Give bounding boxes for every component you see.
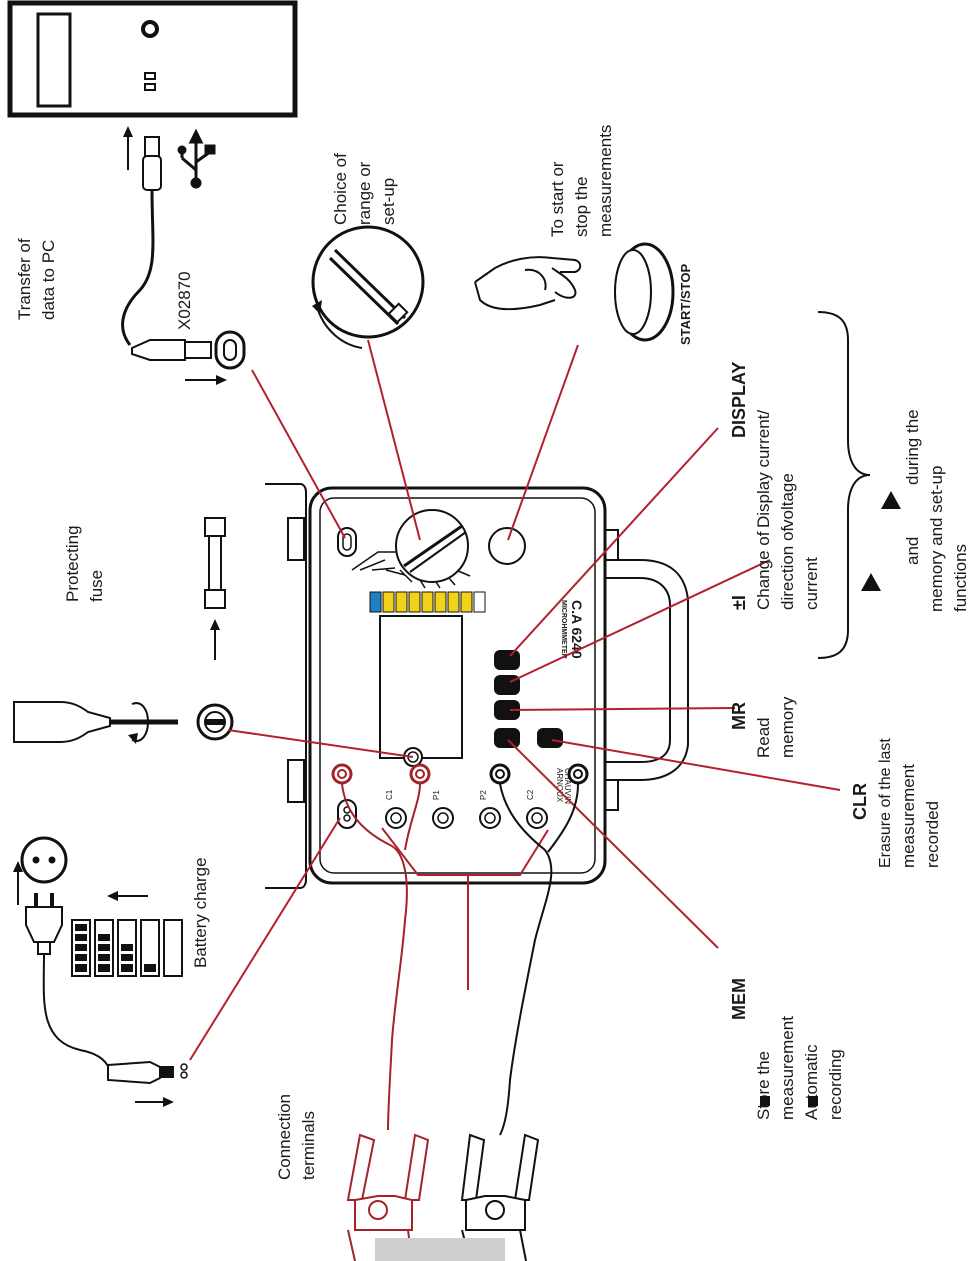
clr-label: CLR Erasure of the last measurement reco… [850,738,942,868]
transfer-line-2: data to PC [39,240,58,320]
pm-title: ±I [729,595,749,610]
power-plug-icon [13,836,188,1107]
pm-desc-2: direction of [778,527,797,610]
mr-desc-2: memory [778,696,797,758]
device-lcd [379,615,463,759]
choice-line-2: range or [355,161,374,225]
cable-ref: X02870 [175,271,194,330]
mr-desc-1: Read [754,717,773,758]
mem-item-2a: Automatic [802,1044,821,1120]
display-desc-1: Display current/ [754,410,773,528]
mem-item-1b: measurement [778,1016,797,1120]
connection-line-1: Connection [275,1094,294,1180]
battery-icons [71,891,183,977]
clr-desc-1: Erasure of the last [877,738,894,868]
fuse-icon [204,517,226,660]
terminal-p1: P1 [432,790,441,800]
device-mr-button[interactable] [494,700,520,720]
mr-title: MR [729,702,749,730]
fuse-holder-icon [196,703,234,741]
start-stop-label: START/STOP [678,264,693,345]
brace [817,311,871,659]
rotary-switch-icon [311,225,425,349]
start-line-3: measurements [596,125,615,237]
leader-lines [189,339,841,1061]
arrows-and: and [903,537,922,565]
choice-line-1: Choice of [331,153,350,225]
choice-label: Choice of range or set-up [331,153,398,225]
battery-label: Battery charge [191,857,210,968]
hand-icon [474,256,582,311]
device-pm-button[interactable] [494,675,520,695]
start-line-2: stop the [572,177,591,238]
down-triangle-icon [881,491,901,509]
terminal-c1: C1 [385,789,394,800]
up-triangle-icon [861,573,881,591]
bullet-2 [808,1096,818,1106]
screwdriver-icon [13,701,178,744]
terminal-sockets [385,807,548,829]
mem-label: MEM Store the measurement Automatic reco… [729,978,845,1120]
mem-title: MEM [729,978,749,1020]
arrows-label [861,491,901,591]
device-start-button[interactable] [488,527,526,565]
brand-line-2: ARNOUX [555,768,564,803]
connection-label: Connection terminals [275,1094,318,1180]
mr-label: MR Read memory [729,696,797,758]
start-line-1: To start or [548,161,567,237]
pc-tower [7,0,298,118]
clr-desc-3: recorded [923,801,942,868]
device-clr-button[interactable] [537,728,563,748]
device-buttons [494,650,563,748]
pm-label: ±I Change of direction of current [729,527,821,610]
arrows-line-2: memory and set-up [927,466,946,612]
workpiece-bar [375,1238,505,1261]
mem-item-1a: Store the [754,1051,773,1120]
device-rotary-knob [351,509,471,589]
display-desc-2: voltage [778,473,797,528]
device-display-button[interactable] [494,650,520,670]
start-stop-button-icon [614,242,675,342]
clr-desc-2: measurement [899,764,918,868]
bullet-1 [760,1096,770,1106]
terminal-c2: C2 [526,789,535,800]
usb-icon [177,128,216,189]
choice-line-3: set-up [379,178,398,225]
start-desc-label: To start or stop the measurements [548,125,615,237]
device-sub: MICROHMMETER [560,600,567,659]
black-leads [460,763,589,1261]
transfer-line-1: Transfer of [15,238,34,320]
clr-title: CLR [850,783,870,820]
pm-desc-1: Change of [754,531,773,610]
transfer-label: Transfer of data to PC [15,238,58,320]
device-charge-port [337,799,357,829]
mem-item-2b: recording [826,1049,845,1120]
arrows-line-1: during the [903,409,922,485]
display-label: DISPLAY Display current/ voltage [729,362,797,528]
connection-line-2: terminals [299,1111,318,1180]
pm-desc-3: current [802,557,821,610]
device-mem-button[interactable] [494,728,520,748]
protecting-line-1: Protecting [63,525,82,602]
protecting-label: Protecting fuse [63,525,106,602]
device-name: C.A 6240 [569,600,585,659]
arrows-line-3: functions [951,544,970,612]
usb-area [121,126,246,385]
display-title: DISPLAY [729,362,749,438]
red-leads [331,763,431,1261]
protecting-line-2: fuse [87,570,106,602]
brand-line-1: CHAUVIN [563,768,572,804]
terminal-p2: P2 [479,790,488,800]
range-color-swatches [369,591,486,613]
device-case [265,483,689,889]
